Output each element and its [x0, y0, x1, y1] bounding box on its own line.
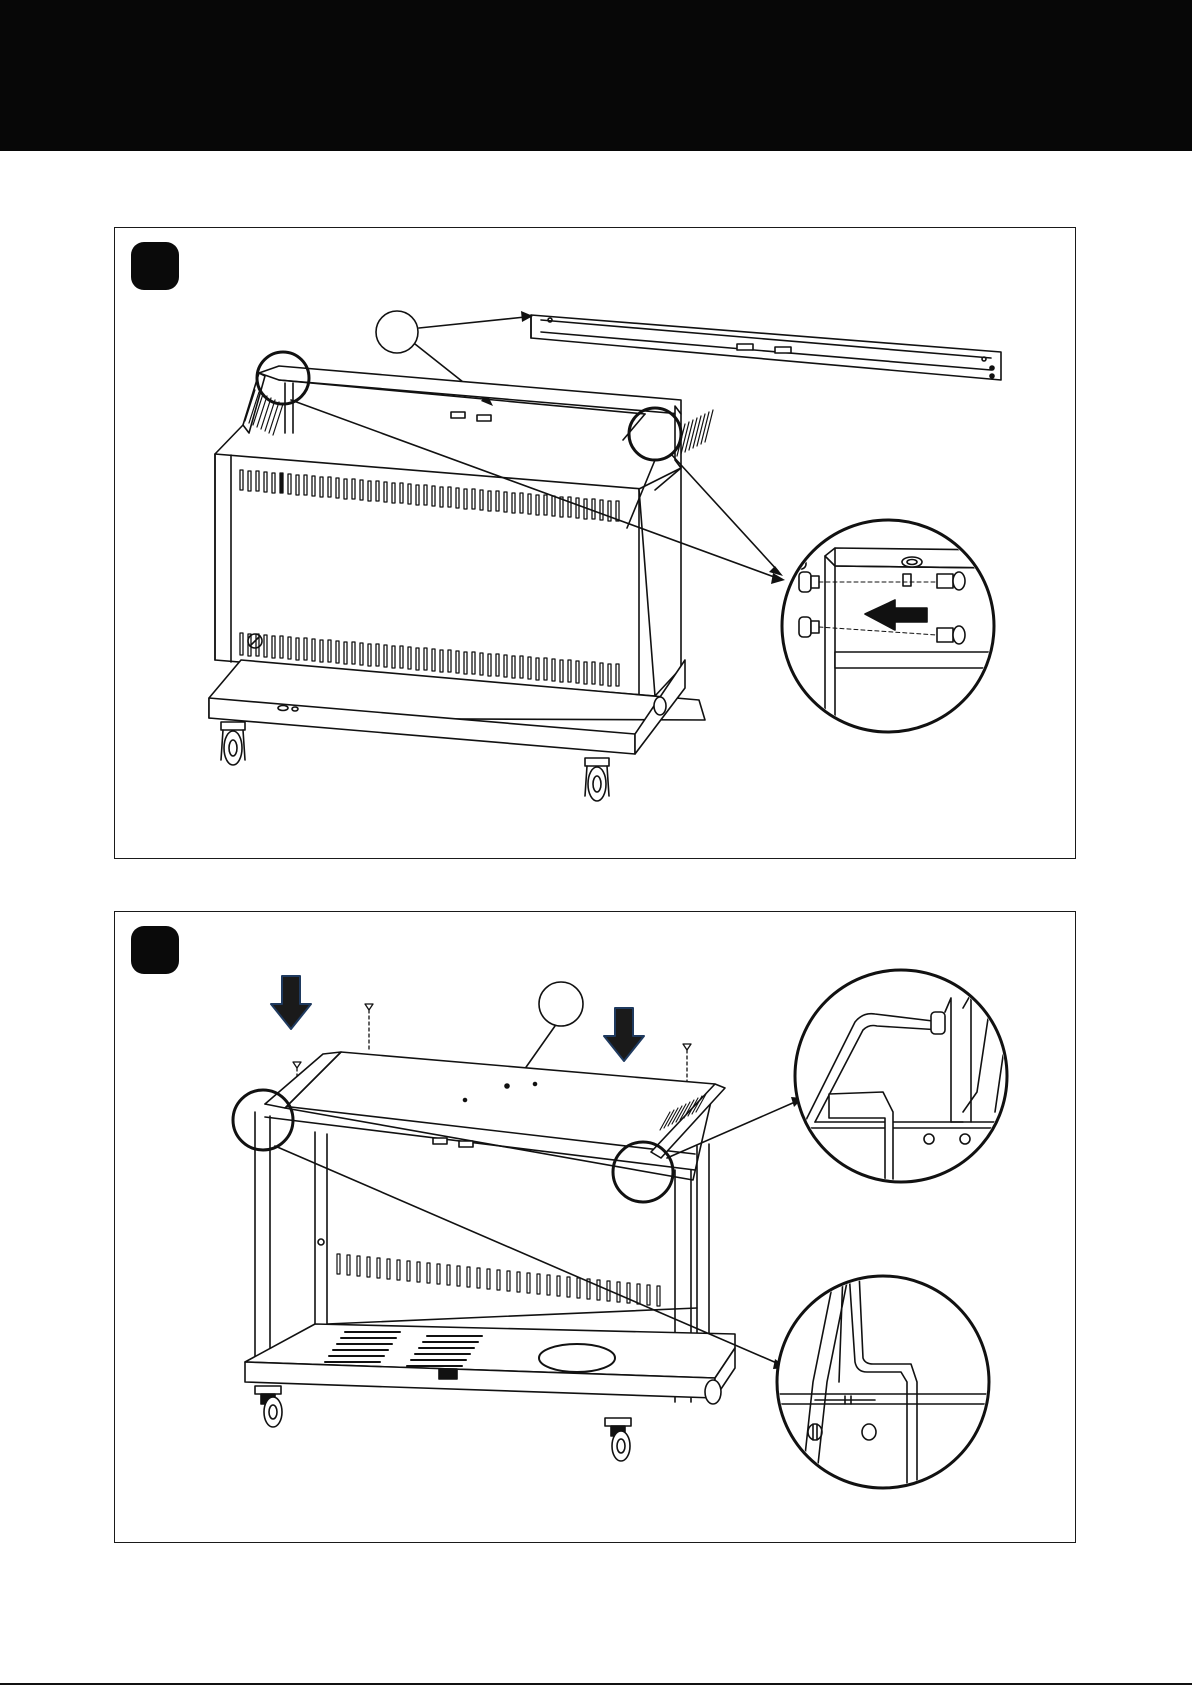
- corner-highlight-right: [629, 408, 681, 460]
- part-callout-circle: [376, 311, 418, 353]
- down-arrow-icon: [604, 1008, 644, 1061]
- caster-wheel: [605, 1418, 631, 1461]
- caster-wheel: [585, 758, 609, 801]
- header-band: [0, 0, 1192, 151]
- screw-icon: [365, 1004, 373, 1050]
- step-panel-1: [114, 227, 1076, 859]
- zoom-inset-corner-bottom: [775, 1272, 995, 1492]
- caster-wheel: [255, 1386, 282, 1427]
- assembly-illustration-top-panel: [115, 912, 1077, 1544]
- cabinet-frame: [245, 1052, 735, 1461]
- zoom-inset-corner-top: [795, 952, 1075, 1182]
- assembly-illustration-rear-rail: [115, 228, 1077, 860]
- part-callout-circle: [539, 982, 583, 1026]
- step-panel-2: [114, 911, 1076, 1543]
- cabinet-frame: [209, 366, 713, 801]
- down-arrow-icon: [271, 976, 311, 1029]
- caster-wheel: [221, 722, 245, 765]
- zoom-inset-bracket: [782, 520, 995, 748]
- rear-rail-part: [531, 315, 1001, 380]
